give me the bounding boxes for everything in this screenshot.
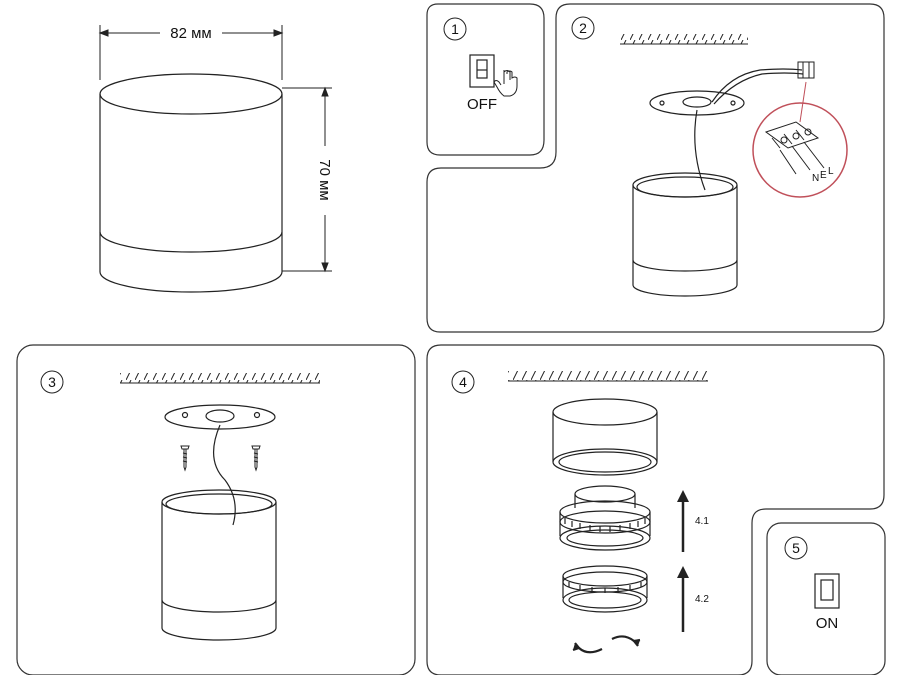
width-label: 82 мм [170,25,211,42]
rotate-arrows-icon [572,635,641,654]
lamp-module [559,485,651,551]
step-1-number: 1 [451,21,459,37]
wire-label-l: L [828,166,834,177]
step-3-panel: 3 [16,344,416,675]
decorative-ring [562,565,648,613]
ceiling-hatch [620,34,748,44]
height-label: 70 мм [316,159,333,200]
substep-4-1-label: 4.1 [695,516,709,527]
off-label: OFF [467,96,497,113]
up-arrow-icon [677,566,689,632]
step-2-number: 2 [579,20,587,36]
up-arrow-icon [677,490,689,552]
lamp-housing-top [552,398,658,476]
substep-4-2-label: 4.2 [695,594,709,605]
screw-icon [251,445,261,472]
step-5-panel: 5 ON [766,522,886,675]
power-wire [694,68,804,191]
power-wire-3 [213,424,236,526]
terminal-block [797,61,815,79]
height-dimension [282,86,332,273]
step-5-number: 5 [792,540,800,556]
mounting-plate [649,90,745,116]
lamp-body-step-3 [161,489,277,641]
wiring-callout: N E L [752,81,848,198]
product-dimension-drawing: 82 мм 70 мм [98,25,333,293]
screw-icon [180,445,190,472]
wire-label-n: N [812,173,819,184]
lamp-body [99,73,283,293]
wire-label-e: E [820,170,827,181]
step-4-number: 4 [459,374,467,390]
width-dimension [98,25,284,80]
ceiling-hatch-3 [120,373,320,383]
lamp-body-step-2 [632,172,738,297]
wall-switch-off [469,54,495,88]
on-label: ON [816,615,839,632]
step-1-panel: 1 OFF [426,3,545,156]
ceiling-hatch-4 [508,371,708,381]
mounting-plate-3 [164,404,276,430]
step-3-number: 3 [48,374,56,390]
step-2-panel: 2 N E L [426,3,885,333]
wall-switch-on [814,573,840,609]
step-4-panel: 4 [426,344,885,675]
hand-pointer-icon [493,70,518,97]
